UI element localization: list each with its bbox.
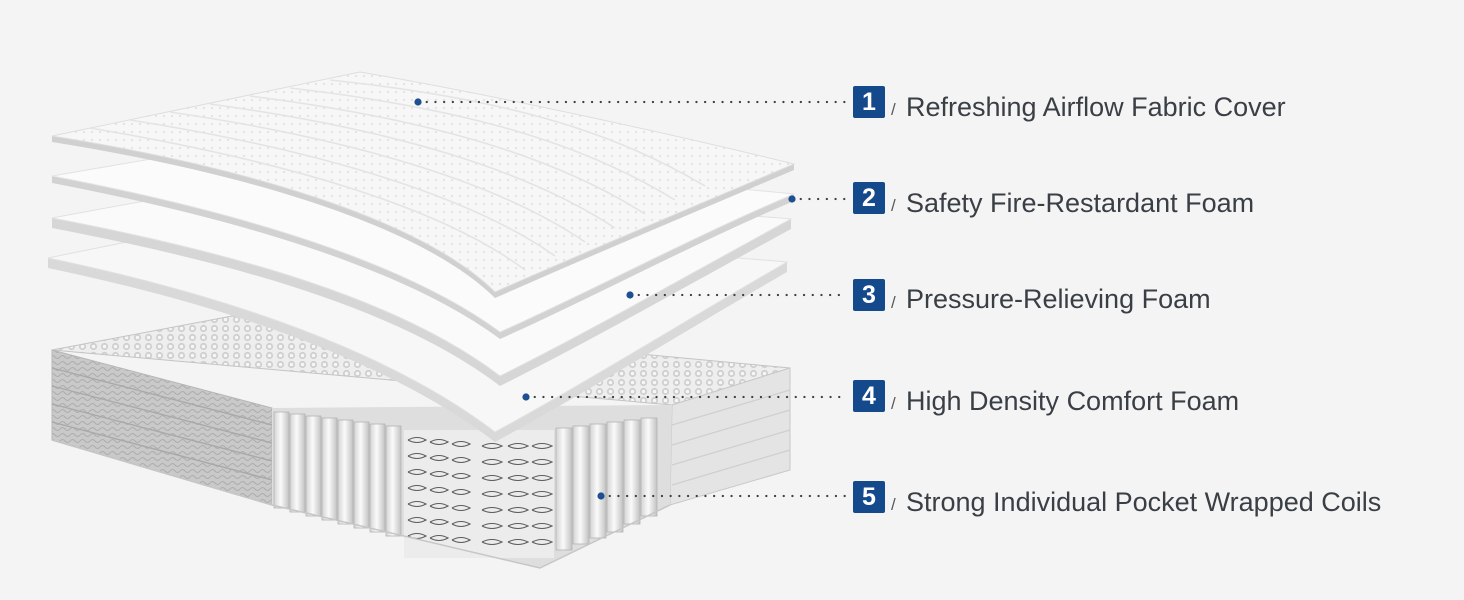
layer-3-label: Pressure-Relieving Foam	[906, 283, 1211, 315]
exposed-springs	[404, 430, 554, 558]
layer-5-separator: /	[891, 495, 896, 515]
layer-2-number-badge: 2	[853, 182, 885, 214]
anchor-dot-1	[414, 98, 421, 105]
anchor-dot-5	[597, 492, 604, 499]
layer-3-separator: /	[891, 293, 896, 313]
layer-1-number-badge: 1	[853, 86, 885, 118]
coil-base-left-panel	[52, 350, 272, 505]
anchor-dot-4	[522, 393, 529, 400]
layer-2-separator: /	[891, 196, 896, 216]
layer-5-number-badge: 5	[853, 481, 885, 513]
anchor-dot-2	[788, 195, 795, 202]
layer-4-label: High Density Comfort Foam	[906, 385, 1239, 417]
anchor-dot-3	[626, 291, 633, 298]
layer-1-separator: /	[891, 100, 896, 120]
layer-2-label: Safety Fire-Restardant Foam	[906, 187, 1254, 219]
layer-1-label: Refreshing Airflow Fabric Cover	[906, 91, 1286, 123]
layer-5-label: Strong Individual Pocket Wrapped Coils	[906, 486, 1381, 518]
layer-4-separator: /	[891, 394, 896, 414]
layer-4-number-badge: 4	[853, 380, 885, 412]
layer-3-number-badge: 3	[853, 279, 885, 311]
